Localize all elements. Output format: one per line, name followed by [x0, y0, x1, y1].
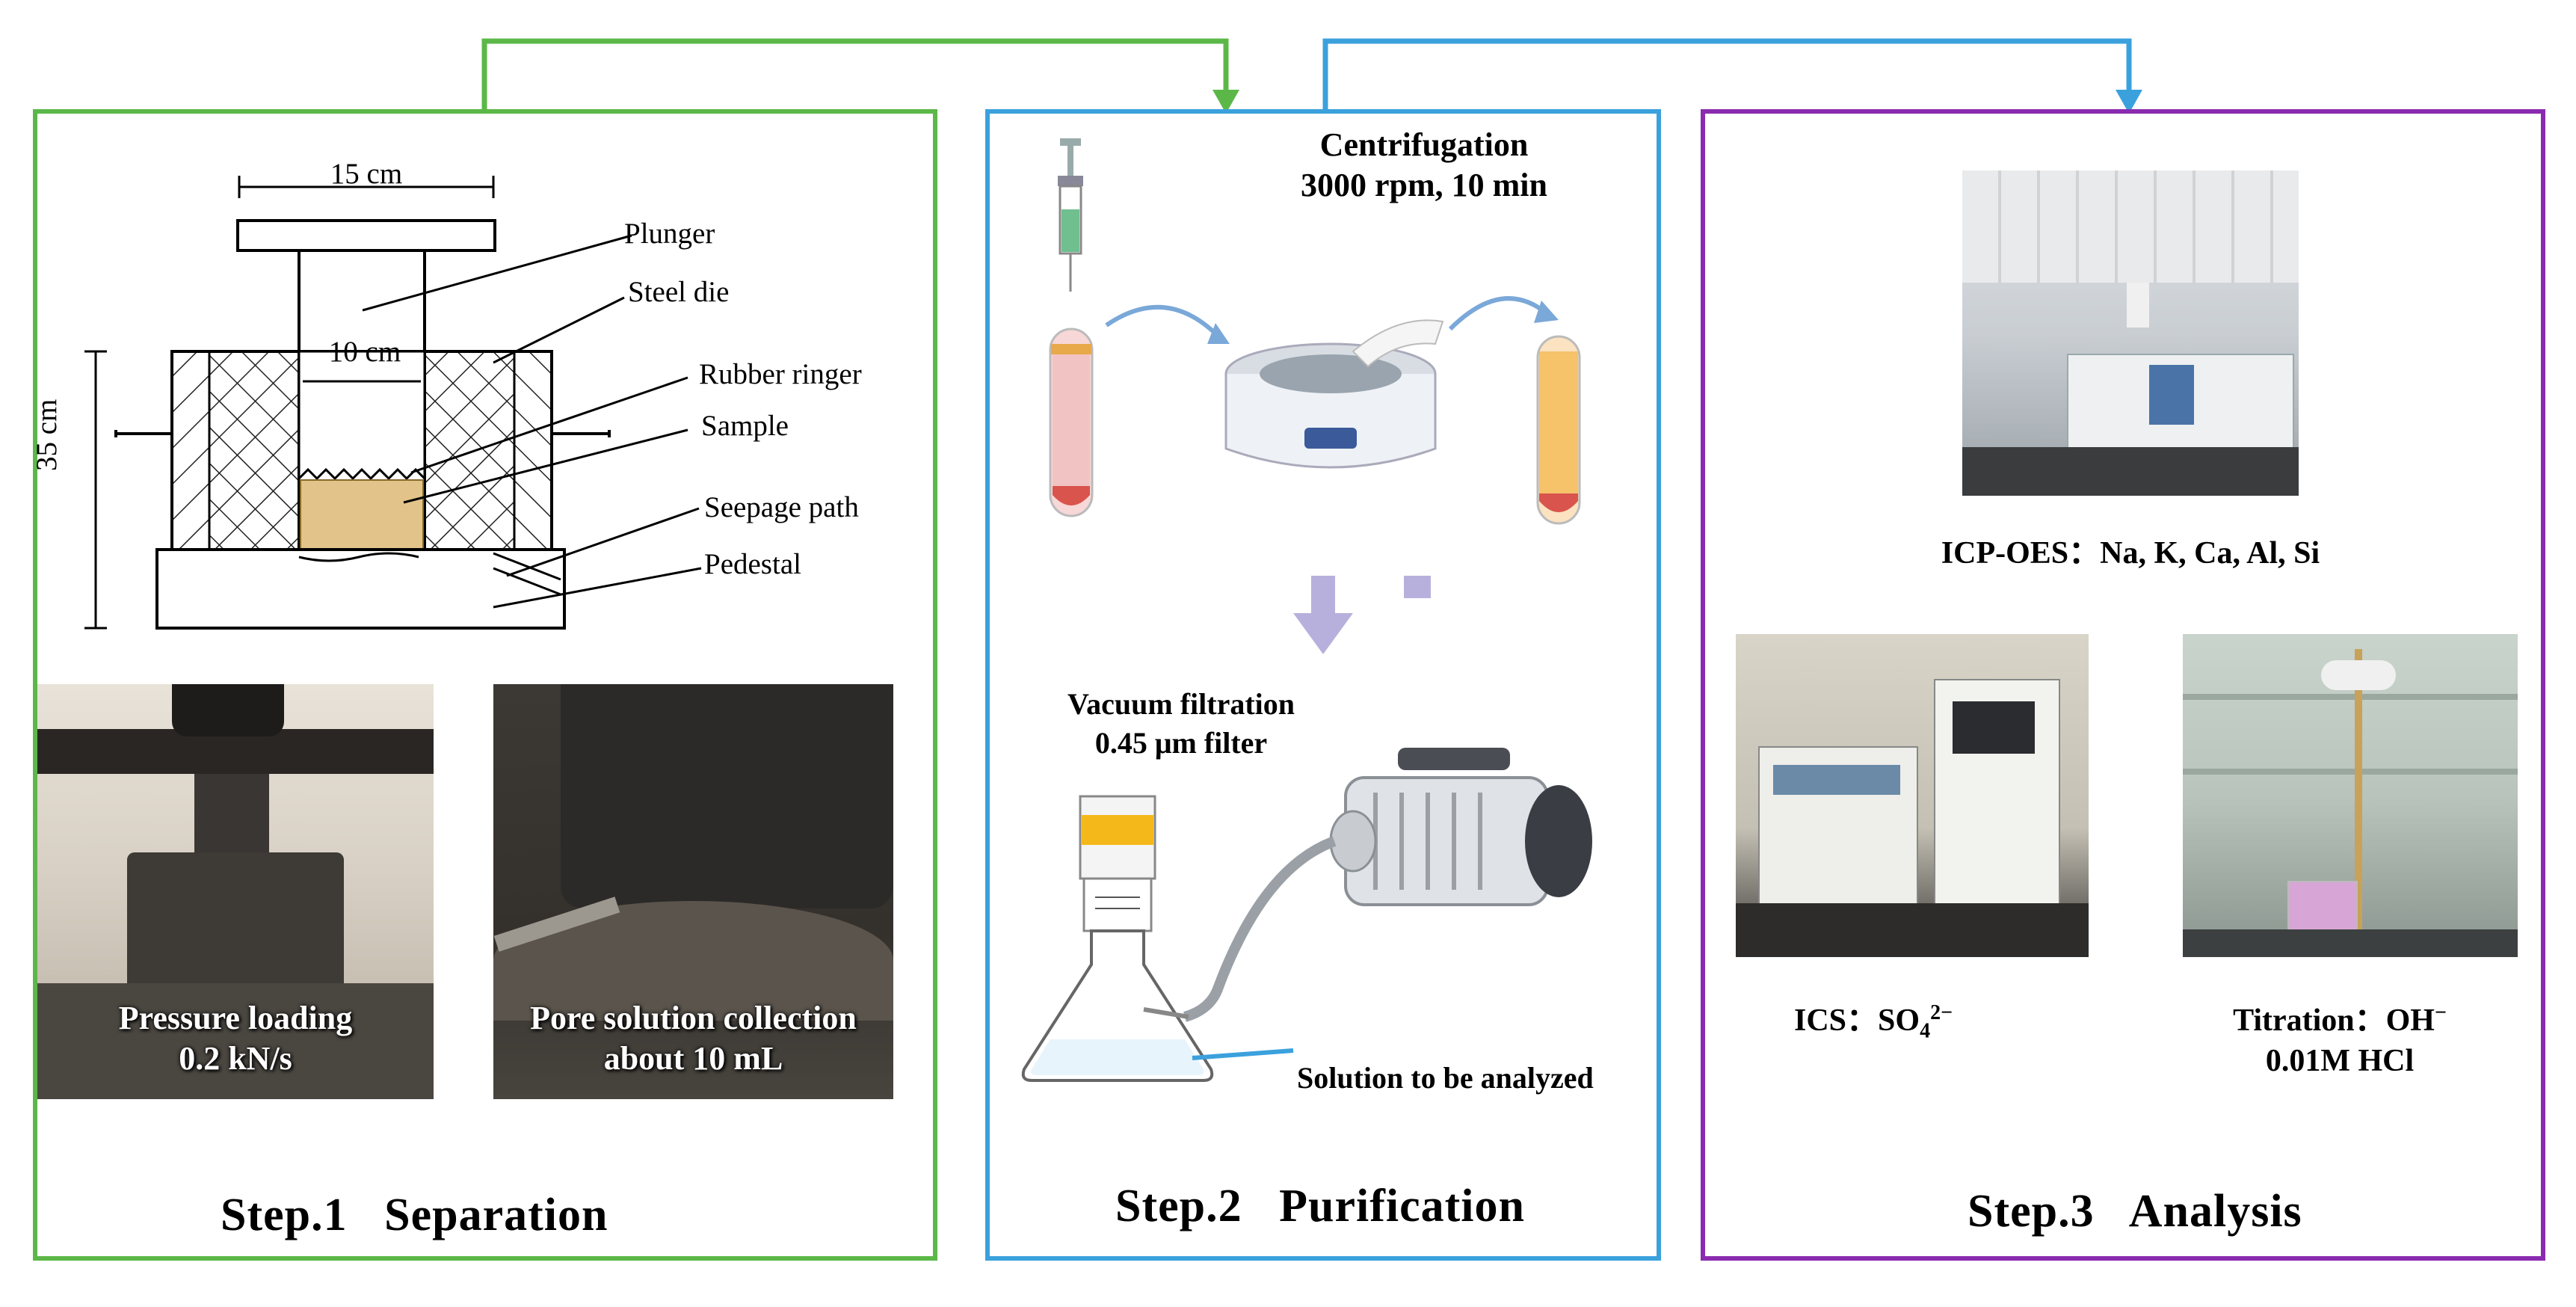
vacuum-filtration-illustration [1021, 748, 1592, 1082]
ics-label-text: ICS：SO [1794, 1003, 1920, 1038]
centrifugation-illustration [1049, 138, 1581, 598]
step2-title: Step.2 Purification [1115, 1181, 1525, 1231]
vacuum-tubing [1183, 836, 1337, 1022]
rubber-ringer [298, 467, 426, 481]
centrifugation-line1: Centrifugation [1319, 126, 1529, 163]
test-tube-left-icon [1049, 327, 1094, 517]
icp-oes-label: ICP-OES：Na, K, Ca, Al, Si [1941, 536, 2320, 571]
solution-label: Solution to be analyzed [1297, 1061, 1594, 1095]
titration-photo [2183, 634, 2518, 957]
green-connector [481, 38, 1229, 112]
step3-title: Step.3 Analysis [1968, 1186, 2302, 1237]
syringe-icon [1058, 138, 1083, 292]
down-arrow-head [1293, 576, 1353, 654]
label-seepage-path: Seepage path [704, 491, 859, 523]
blue-arrowhead [2116, 90, 2142, 114]
photo2-caption-line2: about 10 mL [603, 1040, 783, 1077]
arrow-to-centrifuge [1105, 304, 1221, 339]
pedestal [155, 548, 566, 630]
green-arrowhead [1212, 90, 1239, 114]
pressure-loading-photo: Pressure loading 0.2 kN/s [37, 684, 434, 1099]
label-plunger: Plunger [624, 218, 715, 250]
centrifuge-icon [1224, 319, 1444, 469]
titration-label-text: Titration：OH [2233, 1003, 2435, 1038]
plunger-head [236, 219, 496, 252]
photo1-caption-line2: 0.2 kN/s [179, 1040, 292, 1077]
press-schematic [84, 176, 702, 630]
photo2-caption-line1: Pore solution collection [530, 1000, 857, 1036]
ics-label: ICS：SO42− [1794, 994, 1953, 1043]
filter-funnel-icon [1079, 795, 1156, 932]
step1-title: Step.1 Separation [221, 1190, 608, 1240]
titration-label: Titration：OH− [2168, 994, 2512, 1040]
centrifugation-line2: 3000 rpm, 10 min [1301, 167, 1547, 203]
vacuum-line1: Vacuum filtration [1067, 687, 1295, 721]
icp-oes-photo [1962, 170, 2299, 496]
label-sample: Sample [701, 410, 789, 442]
down-arrow-icon [1404, 576, 1431, 598]
ics-label-subscript: 4 [1920, 1019, 1931, 1043]
pore-collection-photo: Pore solution collection about 10 mL [493, 684, 893, 1099]
plunger-rod [298, 249, 426, 353]
dim-top-label: 15 cm [330, 158, 403, 190]
sample-block [300, 479, 424, 550]
photo1-caption-line1: Pressure loading [118, 1000, 353, 1036]
label-rubber-ringer: Rubber ringer [699, 358, 862, 390]
blue-connector [1322, 38, 2132, 112]
titration-line2: 0.01M HCl [2265, 1044, 2415, 1078]
ics-photo [1736, 634, 2089, 957]
erlenmeyer-flask-icon [1021, 929, 1214, 1082]
vacuum-pump-icon [1329, 748, 1592, 906]
dim-height-label: 35 cm [31, 399, 63, 471]
label-steel-die: Steel die [628, 276, 730, 308]
titration-label-superscript: − [2434, 1001, 2447, 1024]
label-pedestal: Pedestal [704, 548, 801, 580]
dim-inner-label: 10 cm [328, 336, 401, 368]
ics-label-superscript: 2− [1930, 1001, 1953, 1024]
test-tube-right-icon [1536, 335, 1581, 525]
vacuum-line2: 0.45 μm filter [1094, 726, 1268, 760]
arrow-to-tube [1448, 296, 1549, 331]
